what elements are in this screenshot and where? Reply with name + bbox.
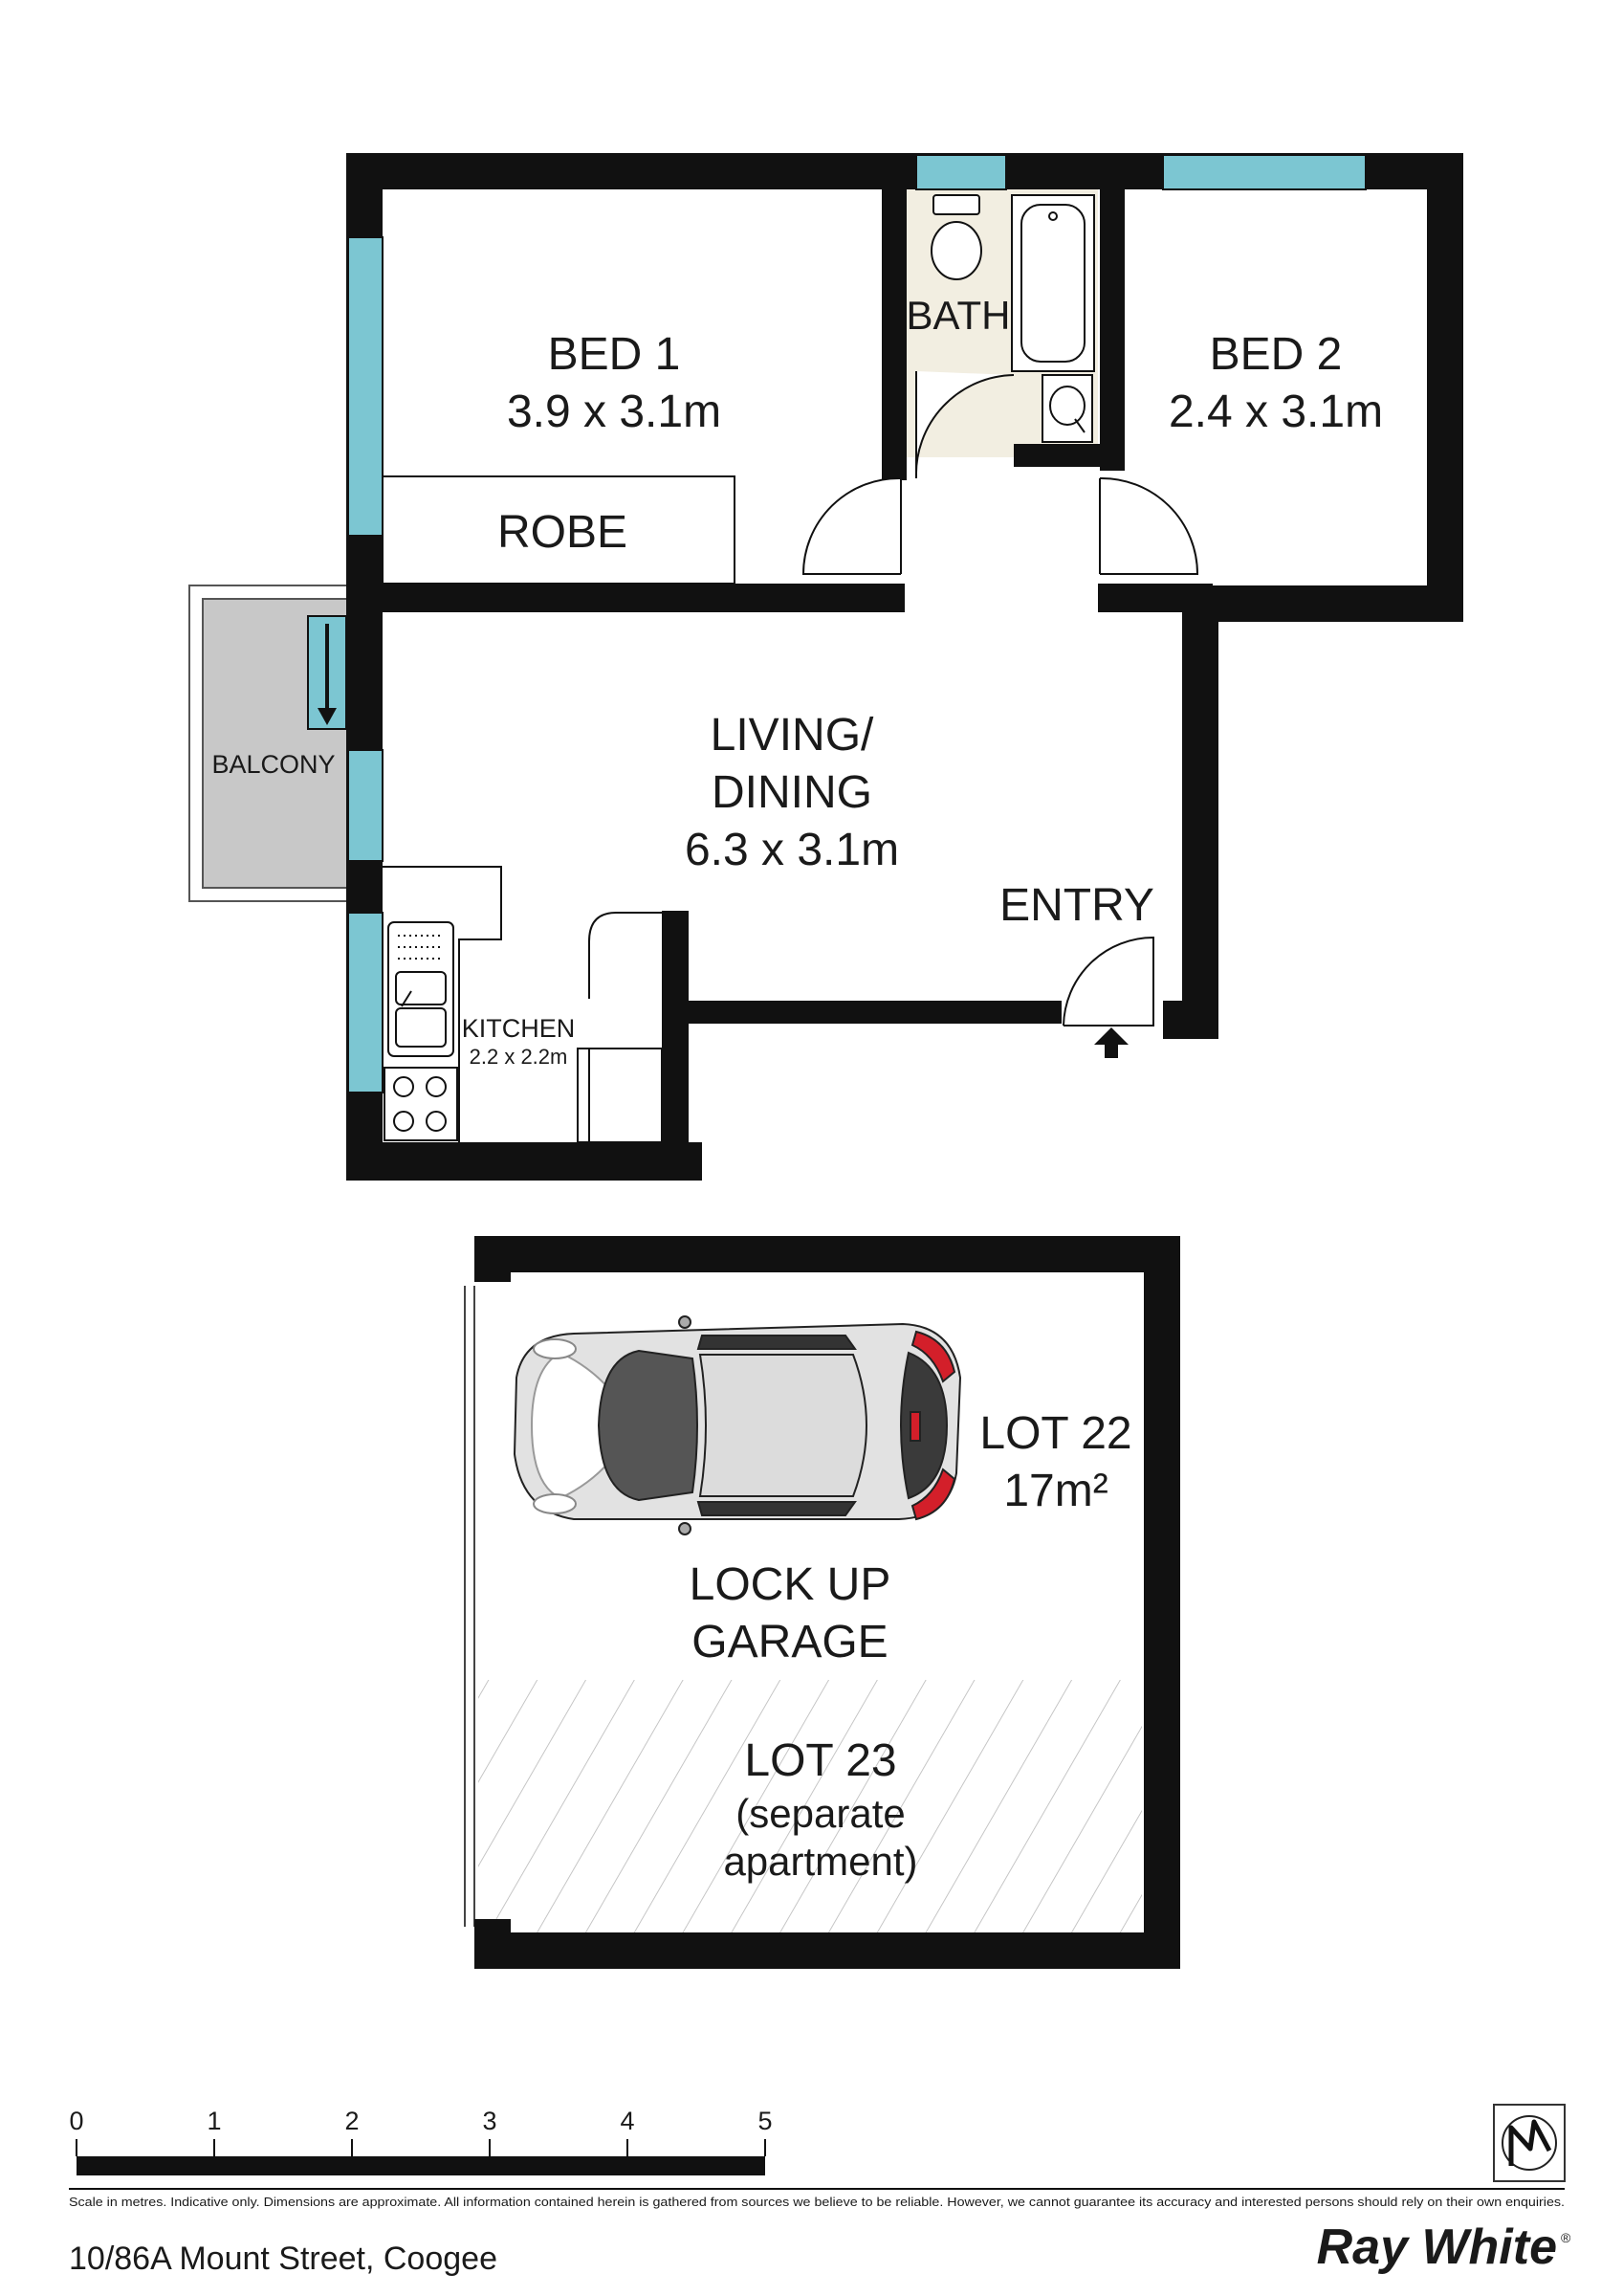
bed1-name: BED 1 [548,329,681,380]
garage-labels: LOT 22 17m² LOCK UP GARAGE LOT 23 (separ… [690,1408,1132,1884]
bathtub-icon [1011,194,1095,372]
balcony-label: BALCONY [211,750,335,779]
scale-tick-5: 5 [757,2107,772,2135]
bed2-size: 2.4 x 3.1m [1169,386,1383,437]
garage-walls [474,1236,1180,1969]
room-labels: BED 1 3.9 x 3.1m ROBE BATH BED 2 2.4 x 3… [211,293,1383,1069]
car-icon [513,1315,962,1535]
disclaimer: Scale in metres. Indicative only. Dimens… [69,2196,1565,2209]
doors [801,371,1199,1027]
robe [382,475,735,585]
living-size: 6.3 x 3.1m [685,825,899,875]
lot23-hatched-area [478,1680,1142,1932]
garage-label-line2: GARAGE [691,1617,888,1667]
scale-tick-2: 2 [344,2107,359,2135]
living-line2: DINING [712,767,872,818]
bed2-name: BED 2 [1210,329,1343,380]
living-line1: LIVING/ [711,710,874,761]
sink-icon [387,921,454,1057]
lot23-name: LOT 23 [744,1735,896,1786]
balcony-sliding-door [307,615,347,730]
scale-tick-4: 4 [620,2107,634,2135]
lot23-line2: (separate [735,1791,905,1836]
kitchen-name: KITCHEN [462,1014,576,1043]
robe-label: ROBE [497,507,627,558]
lot22-name: LOT 22 [979,1408,1131,1459]
cooktop-icon [384,1067,458,1141]
garage-door [464,1286,475,1927]
bed1-size: 3.9 x 3.1m [507,386,721,437]
scale-tick-0: 0 [69,2107,83,2135]
scale-bar: 0 1 2 3 4 5 [69,2107,773,2175]
north-arrow-icon [1493,2104,1566,2182]
basin-icon [1042,374,1093,443]
garage-label-line1: LOCK UP [690,1559,891,1610]
brand-logo: Ray White [1317,2219,1557,2275]
unit-plan: BED 1 3.9 x 3.1m ROBE BATH BED 2 2.4 x 3… [188,153,1463,1181]
kitchen-size: 2.2 x 2.2m [470,1045,568,1069]
entry-label: ENTRY [999,880,1154,931]
windows [347,154,1367,1093]
entry-arrow-icon [1094,1027,1129,1058]
scale-tick-1: 1 [207,2107,221,2135]
lot23-line3: apartment) [723,1839,917,1884]
garage-plan: LOT 22 17m² LOCK UP GARAGE LOT 23 (separ… [464,1236,1180,1969]
property-address: 10/86A Mount Street, Coogee [69,2241,497,2277]
toilet-icon [931,194,982,280]
bath-name: BATH [907,293,1011,338]
registered-mark: ® [1561,2230,1571,2245]
scale-tick-3: 3 [482,2107,496,2135]
lot22-area: 17m² [1003,1466,1108,1516]
